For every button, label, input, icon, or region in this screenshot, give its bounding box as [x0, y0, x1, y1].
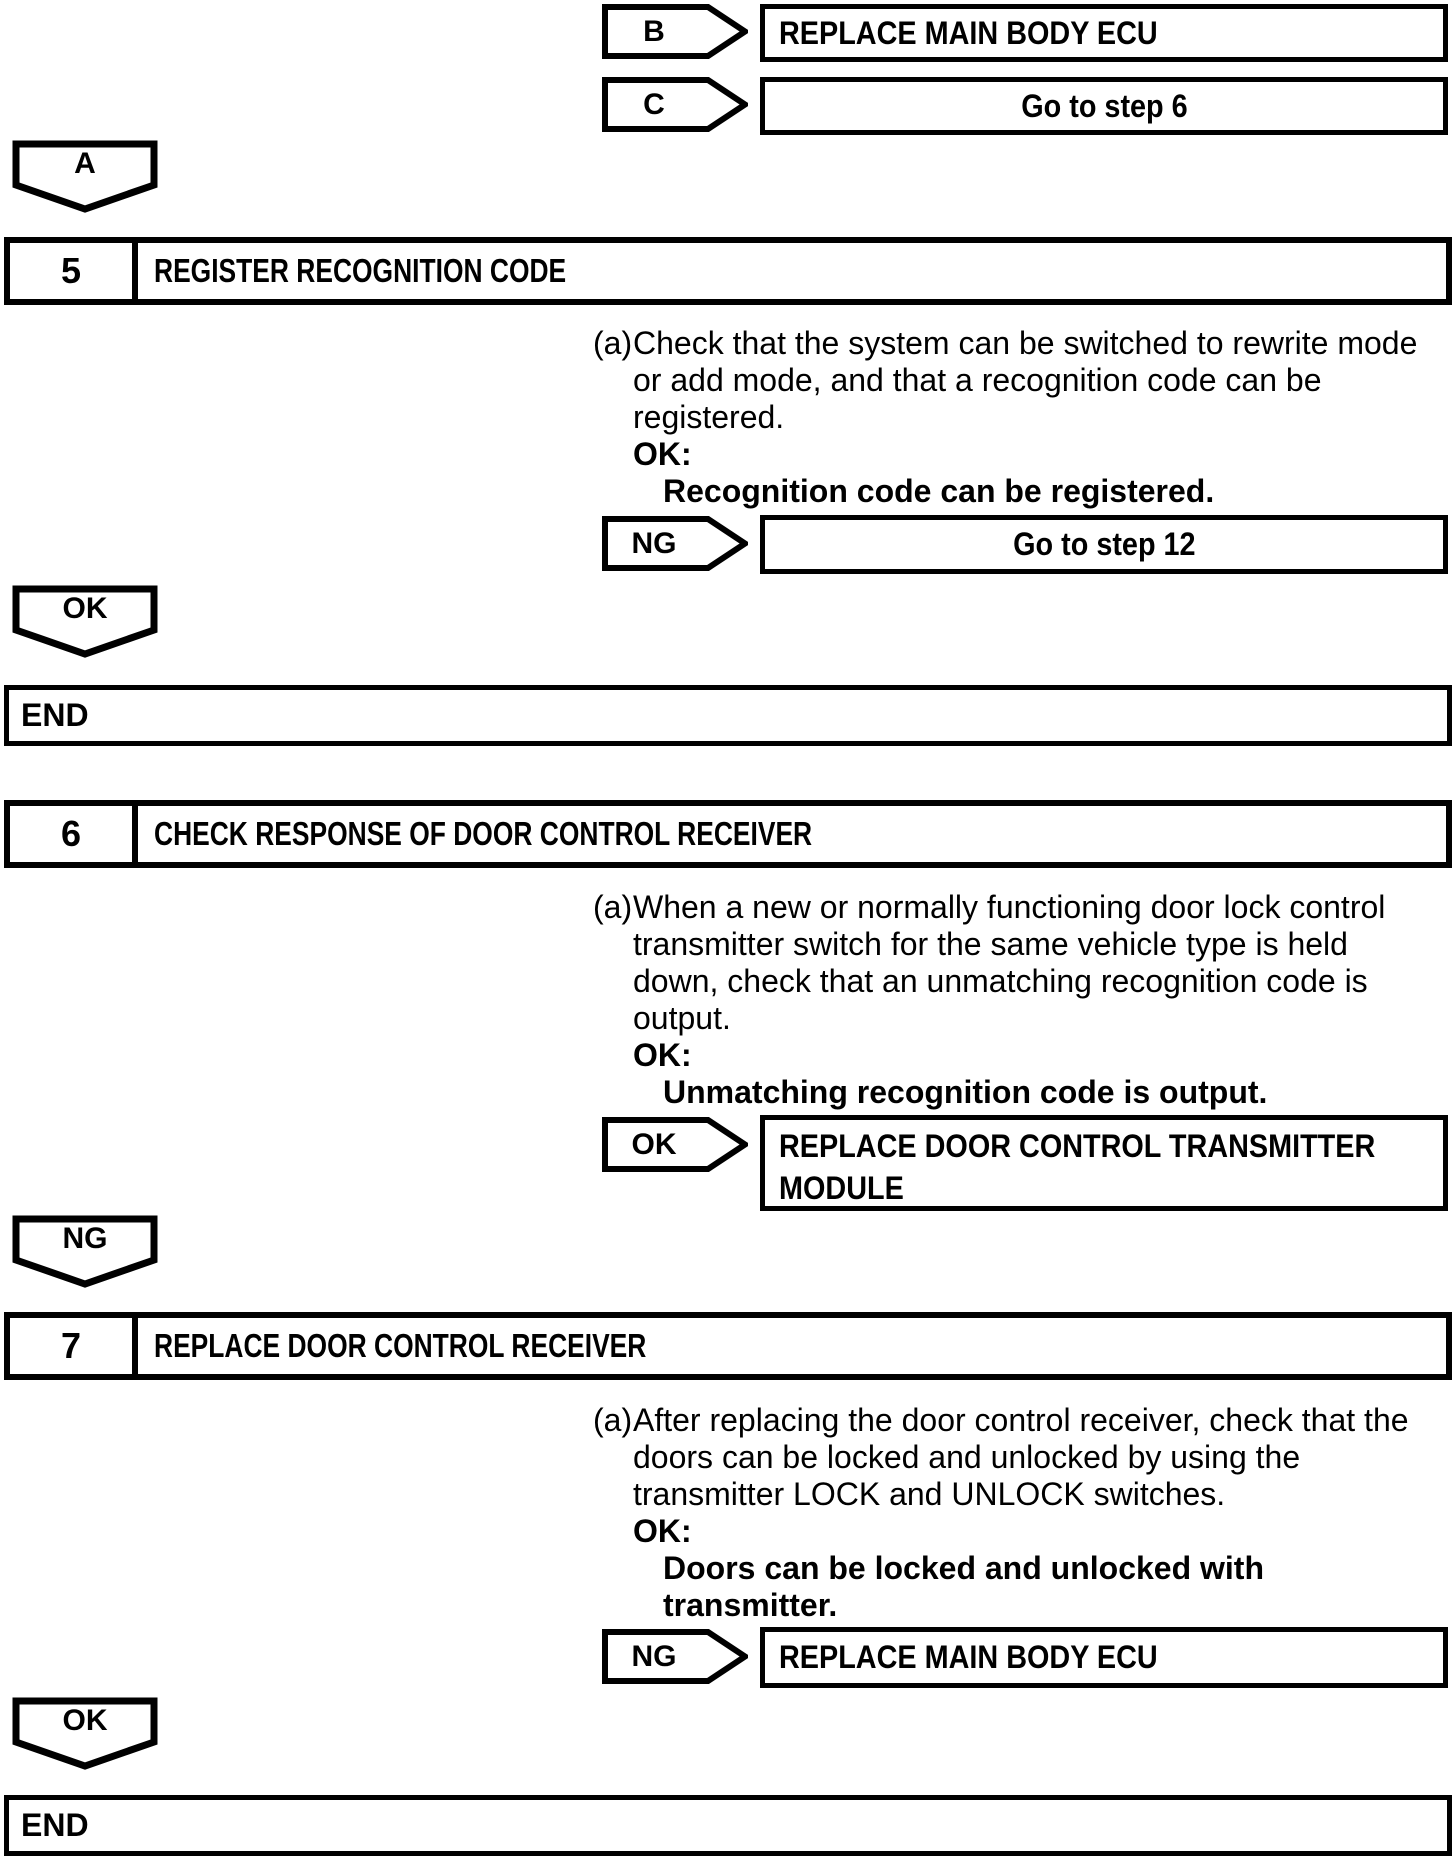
step-7-instructions: (a) After replacing the door control rec… [593, 1402, 1455, 1624]
connector-ok-label: OK [631, 1127, 677, 1161]
action-box-go-to-step-6: Go to step 6 [760, 77, 1448, 135]
instruction-line: output. [633, 1000, 731, 1036]
right-arrow-icon [602, 1117, 748, 1172]
connector-ng-step7: NG [602, 1629, 748, 1684]
step-5-title-wrap: REGISTER RECOGNITION CODE [138, 243, 669, 299]
badge-ok-label: OK [62, 592, 108, 625]
ok-condition: Doors can be locked and unlocked with [663, 1550, 1264, 1586]
right-arrow-icon [602, 4, 748, 59]
step-6-header: 6 CHECK RESPONSE OF DOOR CONTROL RECEIVE… [4, 800, 1452, 868]
action-box-go-to-step-12: Go to step 12 [760, 515, 1448, 574]
item-label: (a) [593, 325, 633, 361]
ok-condition: Recognition code can be registered. [663, 473, 1215, 509]
instruction-line: registered. [633, 399, 785, 435]
badge-ng-step6: NG [12, 1215, 158, 1289]
instruction-line: transmitter LOCK and UNLOCK switches. [633, 1476, 1226, 1512]
step-7-title: REPLACE DOOR CONTROL RECEIVER [154, 1327, 647, 1364]
end-label: END [21, 697, 89, 733]
connector-ok-step6: OK [602, 1117, 748, 1172]
step-6-number: 6 [10, 806, 138, 862]
down-pentagon-icon [12, 585, 158, 658]
instruction-line: or add mode, and that a recognition code… [633, 362, 1322, 398]
item-label: (a) [593, 889, 633, 925]
step-5-title: REGISTER RECOGNITION CODE [154, 252, 567, 289]
step-7-number: 7 [10, 1318, 138, 1374]
connector-ng-label: NG [631, 1639, 677, 1673]
action-text-line2: MODULE [779, 1170, 904, 1206]
end-box-step7: END [4, 1795, 1452, 1856]
ok-condition: Unmatching recognition code is output. [663, 1074, 1268, 1110]
instruction-lines: When a new or normally functioning door … [633, 889, 1455, 1111]
action-text: Go to step 12 [1012, 526, 1196, 562]
connector-c-label: C [643, 87, 665, 121]
ok-label: OK: [633, 1037, 692, 1073]
step-7-header: 7 REPLACE DOOR CONTROL RECEIVER [4, 1312, 1452, 1380]
connector-c: C [602, 77, 748, 132]
end-label: END [21, 1807, 89, 1843]
badge-ok-label: OK [62, 1704, 108, 1737]
right-arrow-icon [602, 1629, 748, 1684]
badge-a: A [12, 140, 158, 214]
ok-label: OK: [633, 1513, 692, 1549]
step-5-instructions: (a) Check that the system can be switche… [593, 325, 1455, 510]
down-pentagon-icon [12, 1215, 158, 1288]
instruction-line: doors can be locked and unlocked by usin… [633, 1439, 1301, 1475]
action-text: REPLACE MAIN BODY ECU [779, 1639, 1158, 1675]
action-text-line1: REPLACE DOOR CONTROL TRANSMITTER [779, 1128, 1376, 1164]
step-6-instructions: (a) When a new or normally functioning d… [593, 889, 1455, 1111]
action-text: REPLACE MAIN BODY ECU [779, 14, 1158, 51]
instruction-line: After replacing the door control receive… [633, 1402, 1409, 1438]
instruction-line: transmitter switch for the same vehicle … [633, 926, 1348, 962]
down-pentagon-icon [12, 1697, 158, 1770]
connector-ng-label: NG [631, 526, 677, 560]
right-arrow-icon [602, 516, 748, 571]
action-box-replace-main-body-ecu-top: REPLACE MAIN BODY ECU [760, 4, 1448, 62]
step-7-title-wrap: REPLACE DOOR CONTROL RECEIVER [138, 1318, 769, 1374]
connector-b-label: B [643, 14, 665, 48]
end-box-step5: END [4, 685, 1452, 746]
instruction-lines: After replacing the door control receive… [633, 1402, 1455, 1624]
badge-ok-step7: OK [12, 1697, 158, 1771]
step-6-title-wrap: CHECK RESPONSE OF DOOR CONTROL RECEIVER [138, 806, 977, 862]
badge-ok-step5: OK [12, 585, 158, 659]
step-6-title: CHECK RESPONSE OF DOOR CONTROL RECEIVER [154, 815, 813, 852]
action-text: Go to step 6 [1020, 87, 1188, 124]
connector-ng-step5: NG [602, 516, 748, 571]
item-label: (a) [593, 1402, 633, 1438]
action-box-replace-main-body-ecu-bottom: REPLACE MAIN BODY ECU [760, 1627, 1448, 1688]
action-box-replace-door-control-transmitter-module: REPLACE DOOR CONTROL TRANSMITTER MODULE [760, 1115, 1448, 1211]
instruction-line: down, check that an unmatching recogniti… [633, 963, 1368, 999]
badge-a-label: A [74, 147, 96, 180]
connector-b: B [602, 4, 748, 59]
step-5-number: 5 [10, 243, 138, 299]
badge-ng-label: NG [62, 1222, 108, 1255]
step-5-header: 5 REGISTER RECOGNITION CODE [4, 237, 1452, 305]
instruction-line: Check that the system can be switched to… [633, 325, 1418, 361]
ok-label: OK: [633, 436, 692, 472]
instruction-lines: Check that the system can be switched to… [633, 325, 1455, 510]
ok-condition: transmitter. [663, 1587, 838, 1623]
down-pentagon-icon [12, 140, 158, 213]
right-arrow-icon [602, 77, 748, 132]
instruction-line: When a new or normally functioning door … [633, 889, 1386, 925]
